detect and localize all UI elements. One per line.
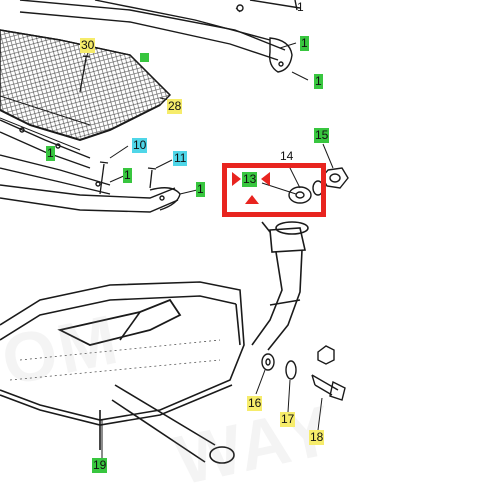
callout-14: 14 (280, 149, 294, 163)
callout-11: 11 (173, 151, 188, 166)
washer-17 (285, 360, 297, 380)
callout-17: 17 (280, 412, 296, 427)
middle-rail-3 (0, 184, 181, 213)
washer-16 (261, 353, 275, 371)
callout-15: 15 (314, 128, 330, 143)
callout-19: 19 (92, 458, 108, 473)
marker-triangle-left (232, 172, 241, 186)
middle-rail-1 (0, 119, 91, 169)
callout-30: 30 (80, 38, 96, 53)
muffler-body (0, 281, 245, 426)
callout-10: 10 (132, 138, 148, 153)
callout-1-rail-end: 1 (314, 74, 323, 89)
callout-18: 18 (309, 430, 325, 445)
screw-11 (147, 167, 157, 189)
callout-30-marker (140, 53, 149, 62)
callout-1-top-rail: 1 (300, 36, 309, 51)
mesh-panel (0, 29, 171, 151)
bolt-18 (311, 345, 346, 401)
callout-1-top: 1 (297, 0, 304, 14)
screw-10 (99, 161, 109, 195)
callout-13: 13 (242, 172, 258, 187)
marker-triangle-right (261, 172, 270, 186)
callout-16: 16 (247, 396, 263, 411)
highlight-box (222, 163, 326, 217)
middle-rail-2 (0, 154, 111, 195)
top-rail-1 (19, 0, 293, 73)
marker-triangle-bottom (245, 195, 259, 204)
callout-1-lower-rail: 1 (123, 168, 132, 183)
callout-1-middle-rail: 1 (46, 146, 55, 161)
tail-pipe (99, 384, 235, 464)
top-rail-2 (94, 0, 301, 41)
callout-28: 28 (167, 99, 183, 114)
exhaust-pipe-upper (251, 221, 309, 351)
callout-1-side-rail: 1 (196, 182, 205, 197)
